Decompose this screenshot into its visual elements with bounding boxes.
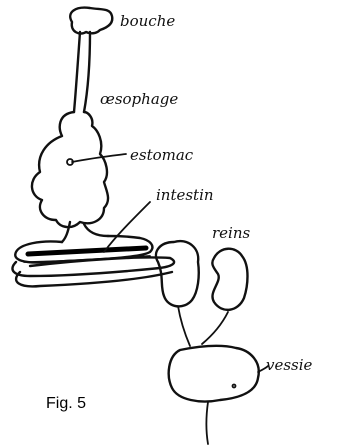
figure-caption: Fig. 5 — [46, 395, 86, 412]
stomach-outline — [32, 112, 108, 227]
label-mouth: bouche — [120, 12, 175, 30]
ureter-right — [202, 312, 228, 344]
label-esophagus: œsophage — [100, 90, 178, 108]
label-intestine: intestin — [156, 186, 214, 204]
stomach-leader — [72, 154, 126, 162]
esophagus-outline — [74, 32, 90, 112]
kidney-right — [212, 249, 247, 310]
mouth-outline — [70, 8, 112, 34]
pylorus — [62, 222, 108, 242]
ureter-left — [178, 306, 190, 346]
bladder-dot — [233, 385, 236, 388]
label-stomach: estomac — [130, 146, 194, 164]
bladder-outline — [169, 346, 259, 402]
intestine-pointer — [104, 202, 150, 252]
label-bladder: vessie — [266, 356, 313, 374]
urethra — [207, 402, 209, 444]
intestine-loop-bold — [28, 248, 146, 254]
label-kidneys: reins — [212, 224, 251, 242]
